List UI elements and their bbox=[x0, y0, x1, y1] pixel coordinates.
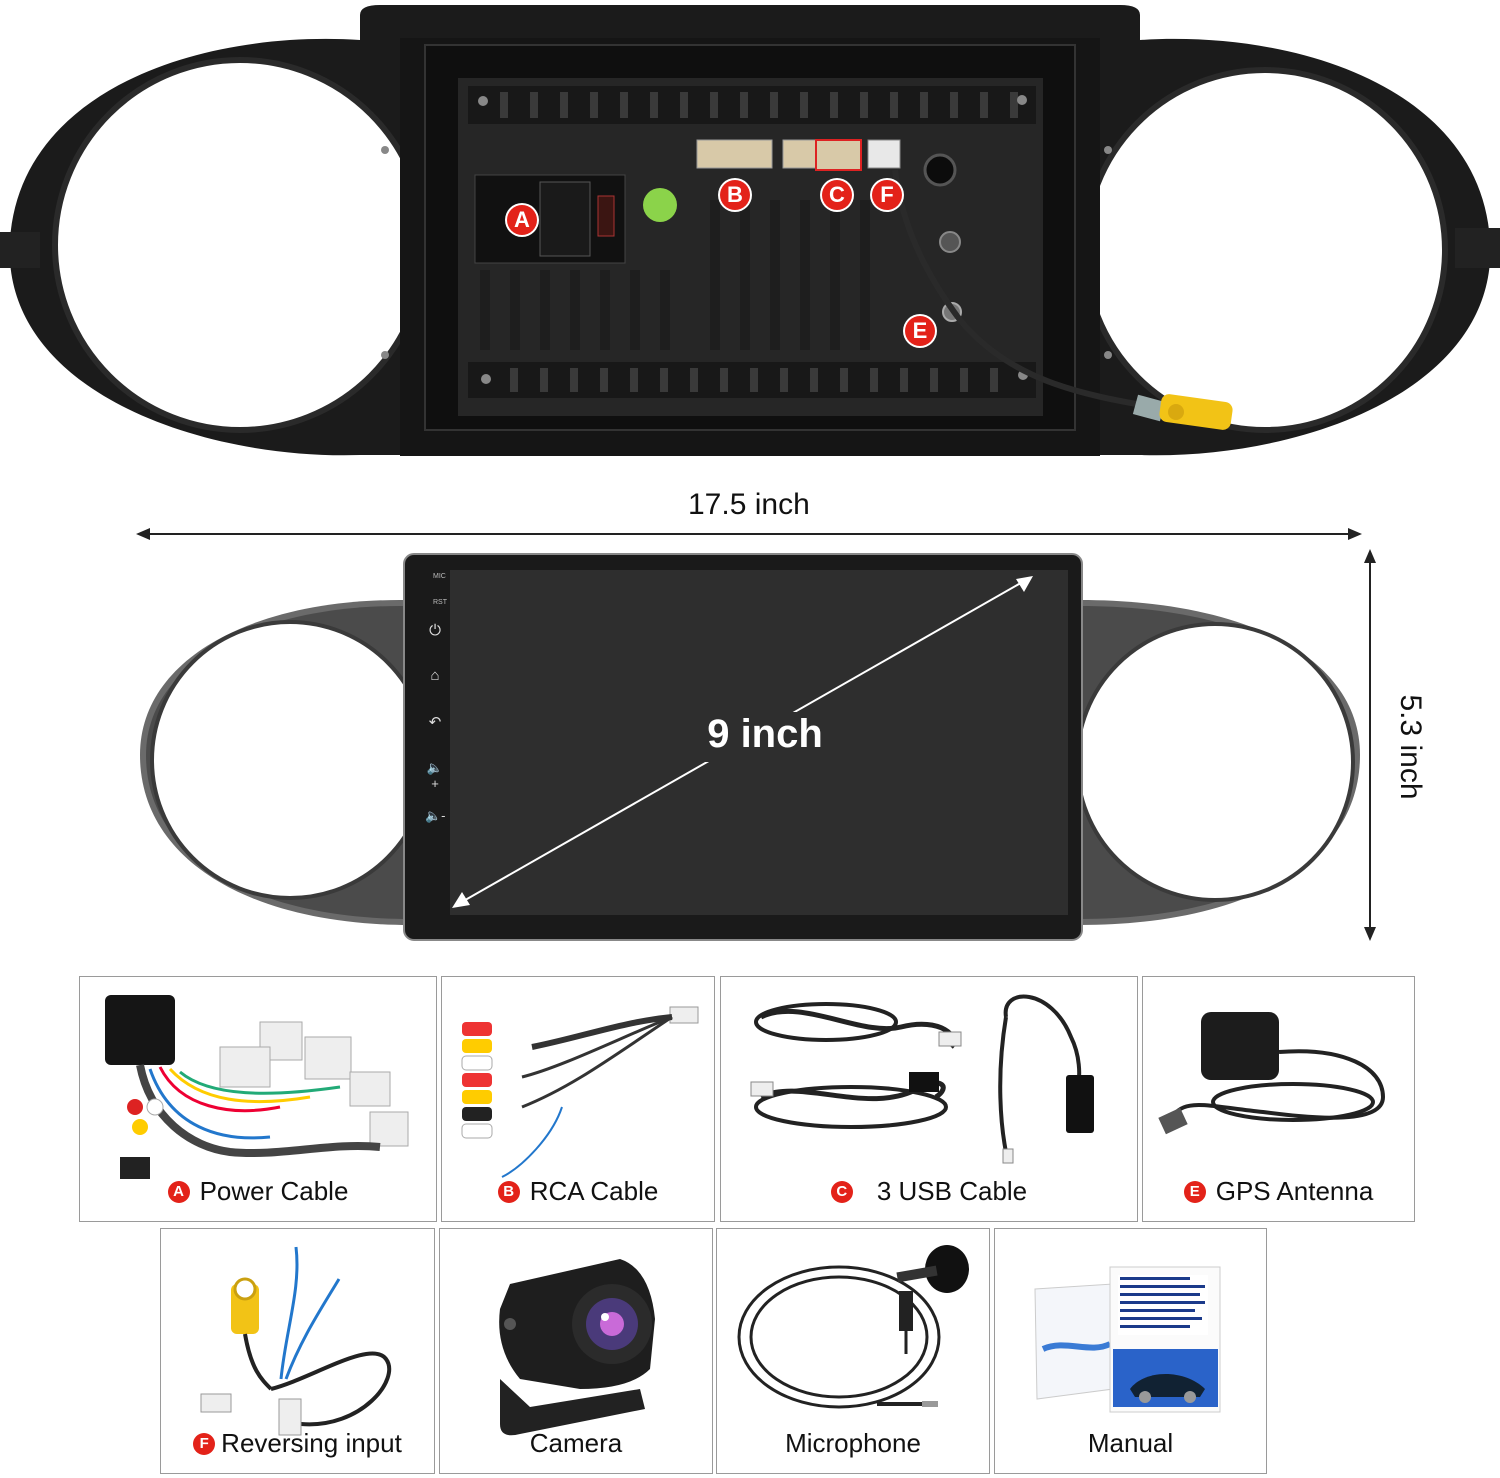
back-icon[interactable]: ↶ bbox=[428, 714, 442, 731]
accessory-label: RCA Cable bbox=[529, 1176, 659, 1206]
reversing-input-image bbox=[200, 1246, 392, 1436]
accessory-caption: B RCA Cable bbox=[442, 1176, 714, 1207]
home-icon[interactable]: ⌂ bbox=[430, 667, 440, 684]
accessory-card-reversing-input: F Reversing input bbox=[160, 1228, 435, 1474]
accessory-card-camera: Camera bbox=[439, 1228, 713, 1474]
accessory-card-gps-antenna: E GPS Antenna bbox=[1142, 976, 1415, 1222]
accessory-card-power-cable: A Power Cable bbox=[79, 976, 437, 1222]
screen-size-label: 9 inch bbox=[707, 712, 823, 756]
camera-image bbox=[499, 1259, 655, 1436]
accessory-label: Microphone bbox=[785, 1428, 921, 1458]
accessory-caption: Camera bbox=[440, 1428, 712, 1459]
accessory-label: Reversing input bbox=[221, 1428, 402, 1458]
accessory-card-usb-cable: C 3 USB Cable bbox=[720, 976, 1138, 1222]
callout-b-badge: B bbox=[720, 180, 750, 210]
accessory-label: Power Cable bbox=[199, 1176, 349, 1206]
rst-label: RST bbox=[433, 599, 447, 606]
callout-f-badge: F bbox=[872, 180, 902, 210]
manual-image bbox=[1034, 1266, 1221, 1413]
accessory-label: Camera bbox=[529, 1428, 623, 1458]
accessory-card-rca-cable: B RCA Cable bbox=[441, 976, 715, 1222]
accessory-badge: C bbox=[830, 1180, 853, 1203]
accessory-badge: B bbox=[497, 1180, 520, 1203]
accessory-caption: Manual bbox=[995, 1428, 1266, 1459]
gps-antenna-image bbox=[1158, 1012, 1386, 1135]
width-dimension-arrow bbox=[136, 528, 1362, 540]
rca-cable-image bbox=[461, 1006, 699, 1178]
accessory-caption: A Power Cable bbox=[80, 1176, 436, 1207]
front-view-photo bbox=[140, 553, 1360, 941]
accessory-label: 3 USB Cable bbox=[876, 1176, 1028, 1206]
back-view-photo bbox=[0, 5, 1500, 456]
usb-cable-image bbox=[750, 994, 1094, 1164]
accessory-caption: Microphone bbox=[717, 1428, 989, 1459]
accessory-caption: F Reversing input bbox=[161, 1428, 434, 1459]
accessory-card-microphone: Microphone bbox=[716, 1228, 990, 1474]
power-icon[interactable]: ⏻ bbox=[429, 622, 441, 639]
accessory-caption: E GPS Antenna bbox=[1143, 1176, 1414, 1207]
callout-e-badge: E bbox=[905, 316, 935, 346]
accessory-caption: C 3 USB Cable bbox=[721, 1176, 1137, 1207]
accessory-badge: E bbox=[1183, 1180, 1206, 1203]
accessory-label: GPS Antenna bbox=[1215, 1176, 1374, 1206]
accessory-card-manual: Manual bbox=[994, 1228, 1267, 1474]
width-dimension-label: 17.5 inch bbox=[688, 488, 810, 521]
height-dimension-arrow bbox=[1364, 549, 1376, 941]
power-cable-image bbox=[105, 995, 409, 1179]
microphone-image bbox=[737, 1245, 969, 1409]
volume-up-icon[interactable]: 🔈+ bbox=[426, 760, 444, 791]
volume-down-icon[interactable]: 🔈- bbox=[425, 808, 446, 823]
accessory-badge: A bbox=[167, 1180, 190, 1203]
callout-c-badge: C bbox=[822, 180, 852, 210]
mic-label: MIC bbox=[433, 573, 446, 580]
accessory-badge: F bbox=[193, 1432, 216, 1455]
callout-a-badge: A bbox=[507, 205, 537, 235]
accessory-label: Manual bbox=[1087, 1428, 1174, 1458]
